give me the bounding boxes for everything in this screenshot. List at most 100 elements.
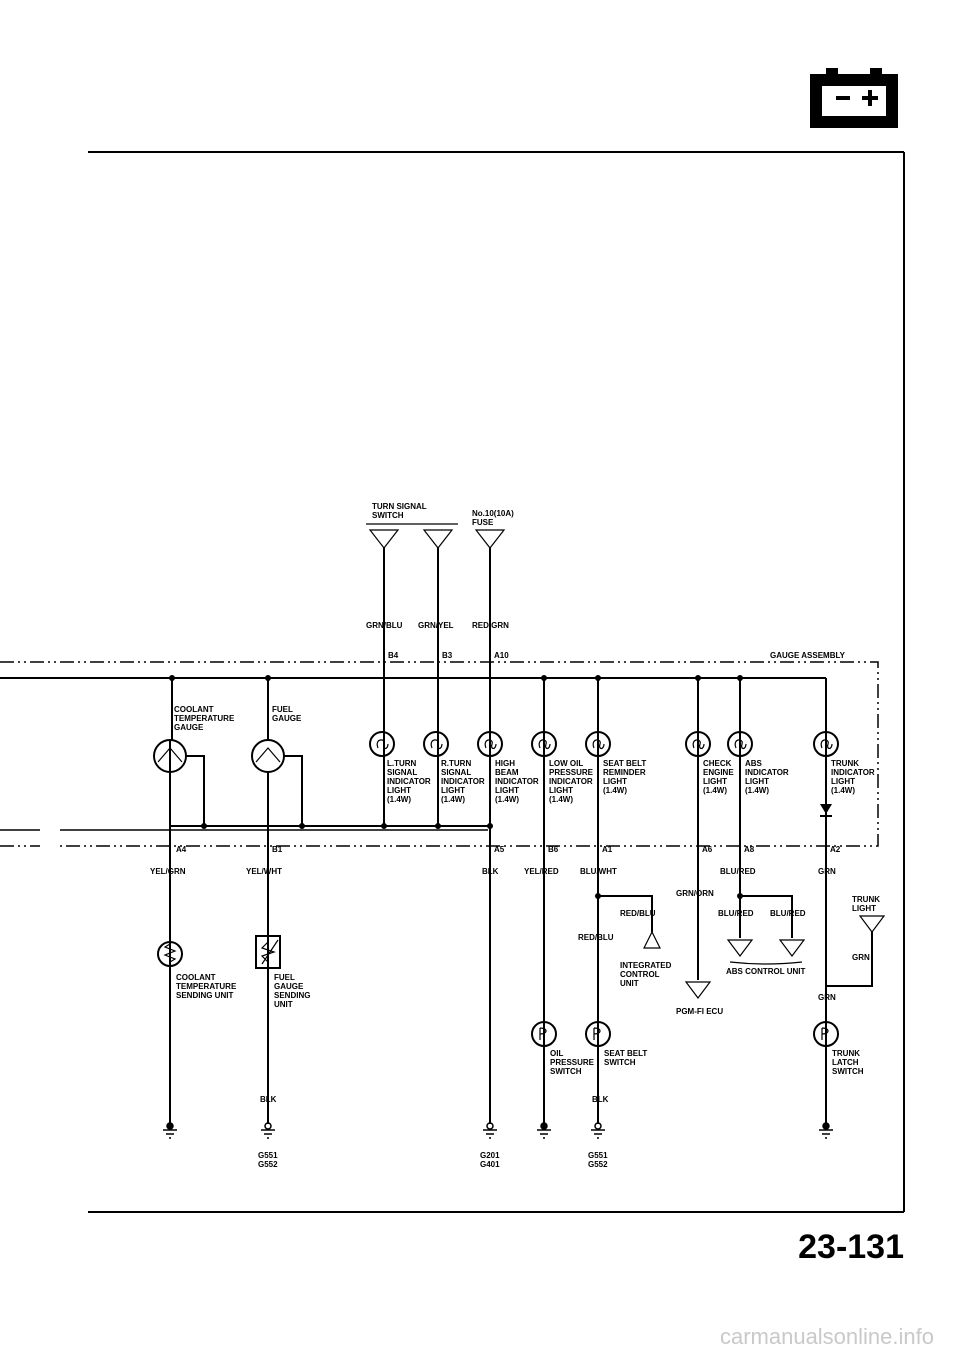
svg-text:(1.4W): (1.4W) <box>441 795 465 804</box>
r-turn-signal-indicator: R.TURN SIGNAL INDICATOR LIGHT (1.4W) <box>423 731 485 804</box>
svg-text:SENDING: SENDING <box>274 991 310 1000</box>
high-beam-indicator: HIGH BEAM INDICATOR LIGHT (1.4W) <box>477 731 539 804</box>
ground-symbols <box>163 1122 833 1139</box>
svg-text:SEAT BELT: SEAT BELT <box>604 1049 647 1058</box>
ground-seat-2: G552 <box>588 1160 608 1169</box>
wire-grn-blu: GRN/BLU <box>366 621 403 630</box>
svg-text:GAUGE: GAUGE <box>274 982 304 991</box>
svg-text:(1.4W): (1.4W) <box>603 786 627 795</box>
svg-text:LOW OIL: LOW OIL <box>549 759 583 768</box>
wire-yel-red: YEL/RED <box>524 867 559 876</box>
wire-blk-seat: BLK <box>592 1095 609 1104</box>
svg-text:(1.4W): (1.4W) <box>703 786 727 795</box>
svg-text:PRESSURE: PRESSURE <box>550 1058 595 1067</box>
abs-indicator-light: ABS INDICATOR LIGHT (1.4W) <box>727 678 789 900</box>
fuse-label-1: No.10(10A) <box>472 509 514 518</box>
svg-text:LIGHT: LIGHT <box>387 786 411 795</box>
svg-text:(1.4W): (1.4W) <box>745 786 769 795</box>
svg-text:SWITCH: SWITCH <box>604 1058 636 1067</box>
pin-a1: A1 <box>602 845 613 854</box>
fuel-gauge-sending-unit: FUEL GAUGE SENDING UNIT <box>255 935 310 1009</box>
pin-a10: A10 <box>494 651 509 660</box>
svg-text:SEAT BELT: SEAT BELT <box>603 759 646 768</box>
trunk-indicator-light: TRUNK INDICATOR LIGHT (1.4W) <box>813 678 875 1124</box>
svg-text:UNIT: UNIT <box>274 1000 293 1009</box>
svg-text:SIGNAL: SIGNAL <box>387 768 417 777</box>
turn-signal-switch-label-1: TURN SIGNAL <box>372 502 427 511</box>
svg-text:SWITCH: SWITCH <box>832 1067 864 1076</box>
wire-red-grn: RED/GRN <box>472 621 509 630</box>
pin-b1: B1 <box>272 845 283 854</box>
svg-text:FUEL: FUEL <box>272 705 293 714</box>
pin-a5: A5 <box>494 845 505 854</box>
svg-text:CONTROL: CONTROL <box>620 970 660 979</box>
svg-text:(1.4W): (1.4W) <box>495 795 519 804</box>
svg-text:GAUGE: GAUGE <box>272 714 302 723</box>
wire-blu-red-2: BLU/RED <box>718 909 754 918</box>
svg-text:(1.4W): (1.4W) <box>549 795 573 804</box>
terminal-triangle-fuse <box>474 529 506 549</box>
coolant-temp-sending-unit: COOLANT TEMPERATURE SENDING UNIT <box>157 941 237 1000</box>
battery-icon <box>810 68 898 128</box>
wire-blu-red-3: BLU/RED <box>770 909 806 918</box>
wire-yel-wht: YEL/WHT <box>246 867 282 876</box>
seat-belt-reminder-light: SEAT BELT REMINDER LIGHT (1.4W) <box>585 678 646 1124</box>
svg-text:INDICATOR: INDICATOR <box>549 777 593 786</box>
wire-blu-red: BLU/RED <box>720 867 756 876</box>
wire-yel-grn: YEL/GRN <box>150 867 186 876</box>
svg-text:(1.4W): (1.4W) <box>831 786 855 795</box>
svg-text:INDICATOR: INDICATOR <box>831 768 875 777</box>
svg-text:LATCH: LATCH <box>832 1058 859 1067</box>
svg-text:REMINDER: REMINDER <box>603 768 646 777</box>
wire-grn-yel: GRN/YEL <box>418 621 454 630</box>
svg-text:LIGHT: LIGHT <box>603 777 627 786</box>
svg-text:PRESSURE: PRESSURE <box>549 768 594 777</box>
wire-blu-wht: BLU/WHT <box>580 867 617 876</box>
svg-text:TEMPERATURE: TEMPERATURE <box>174 714 235 723</box>
trunk-latch-switch: TRUNK LATCH SWITCH <box>813 1021 864 1076</box>
pin-a8: A8 <box>744 845 755 854</box>
page-number: 23-131 <box>798 1228 904 1266</box>
pin-a4: A4 <box>176 845 187 854</box>
svg-text:COOLANT: COOLANT <box>174 705 214 714</box>
trunk-light-terminal <box>858 915 886 933</box>
svg-text:ENGINE: ENGINE <box>703 768 734 777</box>
svg-text:INTEGRATED: INTEGRATED <box>620 961 672 970</box>
svg-text:BEAM: BEAM <box>495 768 519 777</box>
gauge-assembly-label: GAUGE ASSEMBLY <box>770 651 846 660</box>
svg-text:UNIT: UNIT <box>620 979 639 988</box>
wire-blk: BLK <box>482 867 499 876</box>
ground-blk-2: G401 <box>480 1160 500 1169</box>
svg-text:OIL: OIL <box>550 1049 563 1058</box>
svg-text:LIGHT: LIGHT <box>441 786 465 795</box>
ground-fuel-2: G552 <box>258 1160 278 1169</box>
svg-text:TRUNK: TRUNK <box>852 895 880 904</box>
svg-text:INDICATOR: INDICATOR <box>495 777 539 786</box>
svg-text:LIGHT: LIGHT <box>495 786 519 795</box>
coolant-temperature-gauge: COOLANT TEMPERATURE GAUGE <box>153 678 235 1124</box>
svg-text:GAUGE: GAUGE <box>174 723 204 732</box>
wire-red-blu-1: RED/BLU <box>620 909 656 918</box>
svg-text:LIGHT: LIGHT <box>549 786 573 795</box>
svg-text:R.TURN: R.TURN <box>441 759 471 768</box>
svg-text:L.TURN: L.TURN <box>387 759 417 768</box>
wire-grn: GRN <box>818 867 836 876</box>
svg-text:LIGHT: LIGHT <box>703 777 727 786</box>
turn-signal-switch-label-2: SWITCH <box>372 511 404 520</box>
wire-grn-latch: GRN <box>818 993 836 1002</box>
svg-text:LIGHT: LIGHT <box>831 777 855 786</box>
wire-blk-fuel: BLK <box>260 1095 277 1104</box>
svg-text:TRUNK: TRUNK <box>831 759 859 768</box>
svg-text:(1.4W): (1.4W) <box>387 795 411 804</box>
svg-text:INDICATOR: INDICATOR <box>441 777 485 786</box>
l-turn-signal-indicator: L.TURN SIGNAL INDICATOR LIGHT (1.4W) <box>369 731 431 804</box>
abs-control-unit: ABS CONTROL UNIT <box>726 967 806 976</box>
integrated-control-terminal <box>643 930 661 949</box>
fuel-gauge: FUEL GAUGE <box>251 678 303 1124</box>
svg-text:HIGH: HIGH <box>495 759 515 768</box>
svg-text:SIGNAL: SIGNAL <box>441 768 471 777</box>
low-oil-pressure-indicator: LOW OIL PRESSURE INDICATOR LIGHT (1.4W) <box>531 678 594 1124</box>
pin-a6: A6 <box>702 845 713 854</box>
wire-grn-orn: GRN/ORN <box>676 889 714 898</box>
svg-text:INDICATOR: INDICATOR <box>387 777 431 786</box>
